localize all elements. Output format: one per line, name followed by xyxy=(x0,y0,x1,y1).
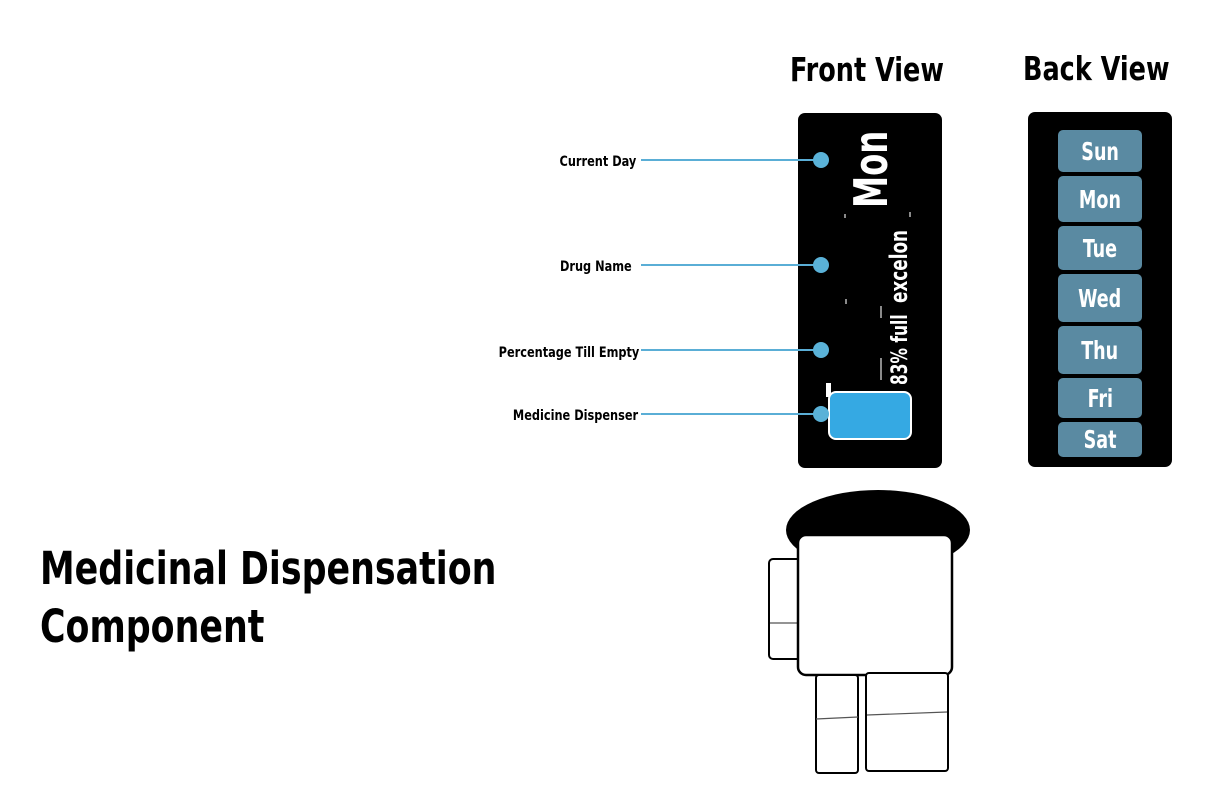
separator-top xyxy=(909,212,911,217)
medicine-dispenser[interactable] xyxy=(828,391,912,440)
day-button-sun[interactable]: Sun xyxy=(1058,130,1142,172)
day-button-sat[interactable]: Sat xyxy=(1058,422,1142,457)
device-sketch xyxy=(768,490,970,774)
device-body xyxy=(796,533,954,677)
main-title-line1: Medicinal Dispensation xyxy=(40,542,497,595)
day-button-tue[interactable]: Tue xyxy=(1058,226,1142,270)
callout-dispenser-dot xyxy=(813,406,829,422)
main-title-line2: Component xyxy=(40,600,265,653)
front-view-title: Front View xyxy=(790,50,944,89)
callout-percentage-label: Percentage Till Empty xyxy=(498,345,639,361)
callout-dispenser-label: Medicine Dispenser xyxy=(512,408,638,424)
day-button-fri[interactable]: Fri xyxy=(1058,378,1142,418)
current-day-display: Mon xyxy=(844,130,898,208)
back-view-title: Back View xyxy=(1023,49,1170,88)
callout-drug-name-line xyxy=(641,264,820,266)
device-left-leg xyxy=(815,674,859,774)
callout-dispenser-line xyxy=(641,413,820,415)
separator-top-left xyxy=(844,214,846,218)
callout-drug-name-label: Drug Name xyxy=(560,259,632,275)
percentage-display: 83% full xyxy=(888,314,913,385)
callout-percentage-line xyxy=(641,349,820,351)
callout-current-day-dot xyxy=(813,152,829,168)
day-button-thu[interactable]: Thu xyxy=(1058,326,1142,374)
callout-percentage-dot xyxy=(813,342,829,358)
callout-current-day-label: Current Day xyxy=(559,154,636,170)
drug-name-display: excelon xyxy=(885,229,913,303)
callout-current-day-line xyxy=(641,159,820,161)
day-button-wed[interactable]: Wed xyxy=(1058,274,1142,322)
separator-mid xyxy=(880,306,882,318)
separator-mid-left xyxy=(845,299,847,304)
main-title: Medicinal Dispensation Component xyxy=(40,540,496,656)
dispenser-tab xyxy=(826,383,831,397)
separator-bottom xyxy=(880,358,882,380)
day-button-mon[interactable]: Mon xyxy=(1058,176,1142,222)
device-right-leg xyxy=(865,672,949,772)
callout-drug-name-dot xyxy=(813,257,829,273)
